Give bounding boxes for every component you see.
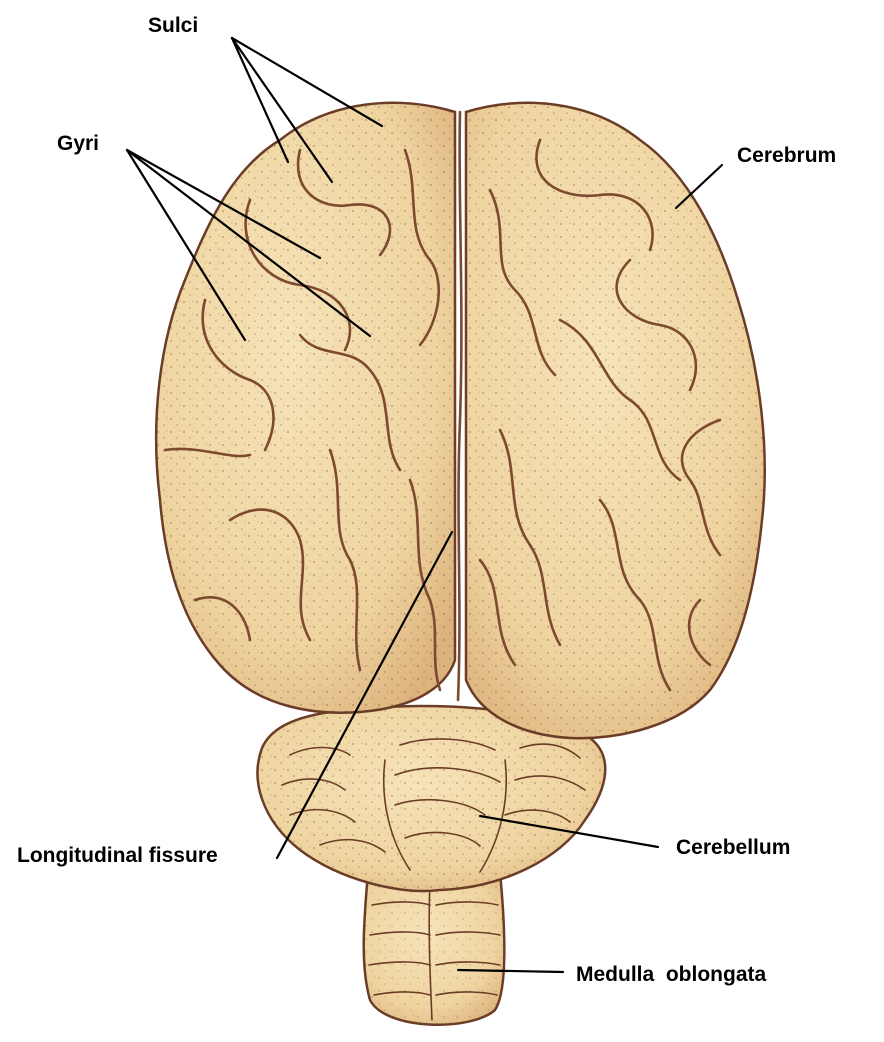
sulci-leader-3 — [232, 38, 382, 126]
sulci-label: Sulci — [148, 14, 198, 37]
medulla-oblongata-label: Medulla oblongata — [576, 963, 766, 986]
medulla-oblongata-shape — [364, 872, 505, 1025]
gyri-label: Gyri — [57, 132, 99, 155]
cerebellum-label: Cerebellum — [676, 836, 790, 859]
cerebrum-shape — [156, 103, 765, 738]
longitudinal-fissure-label: Longitudinal fissure — [17, 844, 218, 867]
sulci-leader-1 — [232, 38, 288, 162]
cerebrum-label: Cerebrum — [737, 144, 836, 167]
